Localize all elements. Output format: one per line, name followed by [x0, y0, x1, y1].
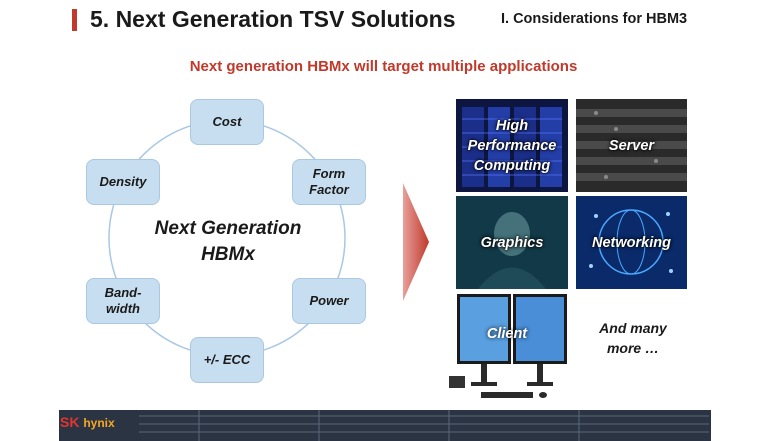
title-accent-bar — [72, 9, 77, 31]
slide-subtitle: Next generation HBMx will target multipl… — [189, 58, 578, 75]
node-density-label: Density — [99, 174, 147, 189]
tile-graphics-label: Graphics — [480, 234, 544, 251]
datacenter-image — [456, 99, 568, 192]
tile-client-label: Client — [486, 326, 528, 342]
more-line-2: more … — [606, 340, 660, 356]
node-bandwidth-label-2: width — [106, 301, 140, 316]
tile-server: Server — [576, 99, 687, 192]
node-ecc-label: +/- ECC — [203, 352, 251, 367]
node-ecc: +/- ECC — [190, 337, 264, 383]
center-label-line-2: HBMx — [201, 244, 255, 265]
node-bandwidth-label-1: Band- — [104, 285, 142, 300]
tile-networking: Networking — [576, 196, 687, 289]
game-character-image — [456, 196, 568, 289]
slide-title: 5. Next Generation TSV Solutions — [90, 6, 456, 32]
hpc-line-3: Computing — [473, 157, 551, 174]
node-power: Power — [292, 278, 366, 324]
tile-server-label: Server — [608, 137, 655, 154]
node-cost-label: Cost — [212, 114, 242, 129]
sk-hynix-logo: SK hynix — [60, 414, 115, 430]
logo-hynix-text: hynix — [83, 416, 115, 430]
node-power-label: Power — [309, 293, 349, 308]
hpc-line-1: High — [495, 117, 529, 134]
node-bandwidth: Band-width — [86, 278, 160, 324]
dual-monitor-image — [449, 294, 567, 398]
circuit-board-image — [59, 410, 711, 441]
tile-graphics: Graphics — [456, 196, 568, 289]
hpc-line-2: Performance — [467, 137, 557, 154]
server-image — [576, 99, 687, 192]
node-form-factor-label-2: Factor — [309, 182, 349, 197]
globe-network-image — [576, 196, 687, 289]
node-cost: Cost — [190, 99, 264, 145]
tile-client: Client — [447, 292, 581, 406]
footer-banner — [59, 410, 711, 441]
node-density: Density — [86, 159, 160, 205]
and-many-more-label: And many more … — [583, 318, 683, 358]
diagram-center-label: Next Generation HBMx — [118, 216, 338, 268]
node-form-factor-label-1: Form — [312, 166, 346, 181]
right-arrow-icon — [403, 183, 429, 301]
logo-sk-text: SK — [60, 414, 80, 430]
tile-networking-label: Networking — [592, 234, 671, 251]
section-label: I. Considerations for HBM3 — [501, 11, 688, 27]
more-line-1: And many — [599, 320, 667, 336]
center-label-line-1: Next Generation — [154, 218, 302, 239]
